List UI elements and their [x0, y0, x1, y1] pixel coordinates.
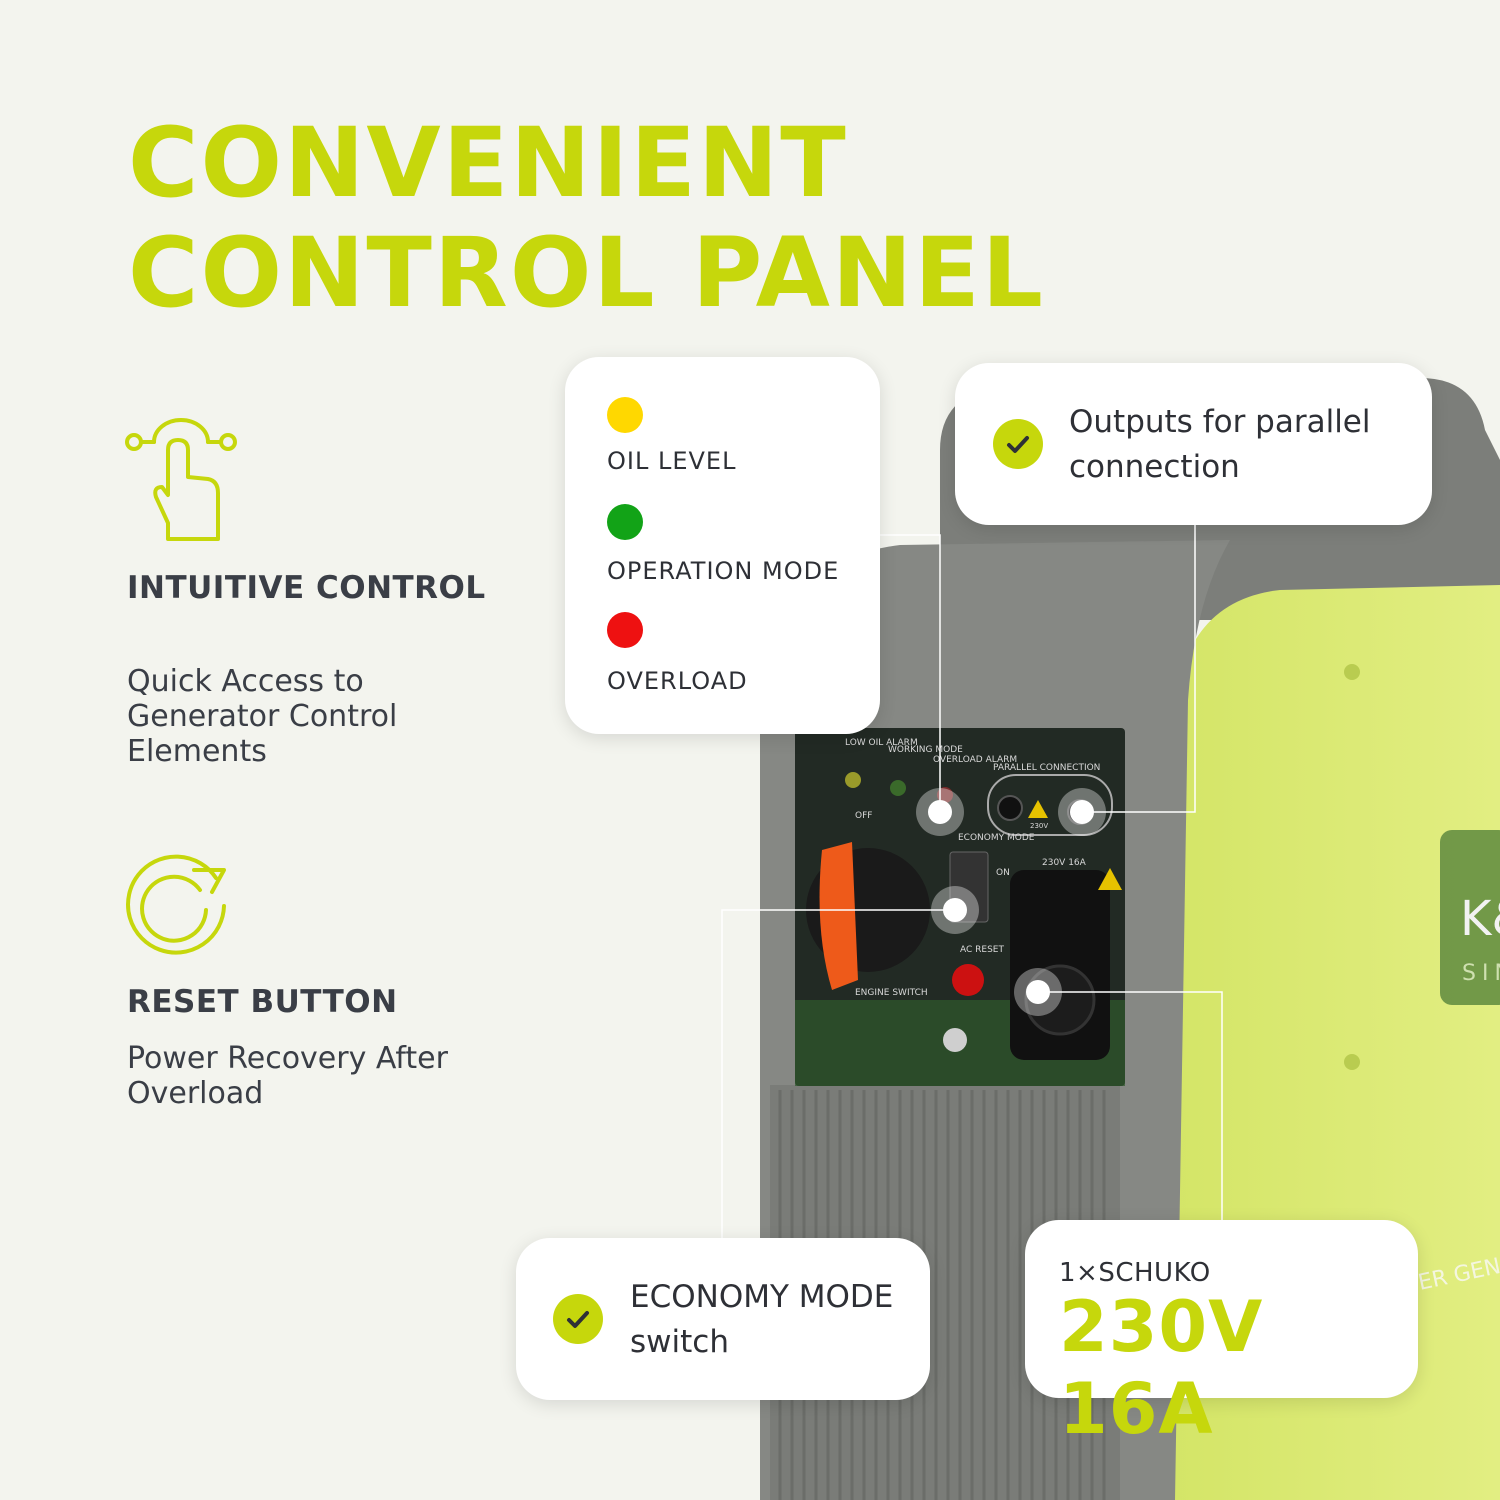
economy-mode-text: ECONOMY MODE switch	[630, 1279, 894, 1360]
economy-mode-card: ECONOMY MODE switch	[516, 1238, 930, 1400]
warning-triangle-small	[1028, 800, 1048, 818]
reset-arrow-icon	[126, 854, 226, 955]
svg-text:ENGINE SWITCH: ENGINE SWITCH	[855, 988, 928, 998]
svg-text:LOW OIL ALARM: LOW OIL ALARM	[845, 738, 918, 748]
callout-markers	[916, 788, 1106, 1016]
callout-lines	[721, 525, 1223, 1238]
panel-oil-lamp	[845, 772, 861, 788]
indicator-legend-card: OIL LEVEL OPERATION MODE OVERLOAD	[565, 357, 880, 734]
operation-mode-dot	[607, 504, 643, 540]
panel-working-lamp	[890, 780, 906, 796]
operation-mode-label: OPERATION MODE	[607, 557, 840, 585]
engine-switch-lever	[819, 842, 858, 990]
check-icon	[993, 419, 1043, 469]
oil-level-label: OIL LEVEL	[607, 447, 737, 475]
overload-label: OVERLOAD	[607, 667, 748, 695]
title-line-1: CONVENIENT	[128, 107, 848, 219]
page-title: CONVENIENT CONTROL PANEL	[128, 108, 1045, 328]
svg-text:ECONOMY MODE: ECONOMY MODE	[958, 833, 1035, 843]
check-icon	[553, 1294, 603, 1344]
svg-text:AC RESET: AC RESET	[960, 945, 1004, 955]
svg-text:230V 16A: 230V 16A	[1042, 858, 1087, 868]
intuitive-control-title: INTUITIVE CONTROL	[127, 570, 486, 606]
svg-text:OVERLOAD ALARM: OVERLOAD ALARM	[933, 755, 1017, 765]
svg-text:WORKING MODE: WORKING MODE	[888, 745, 963, 755]
parallel-outputs-card: Outputs for parallel connection	[955, 363, 1432, 525]
reset-button-description: Power Recovery After Overload	[127, 1041, 448, 1111]
title-line-2: CONTROL PANEL	[128, 217, 1045, 329]
touch-control-icon	[125, 418, 237, 541]
svg-text:230V: 230V	[1030, 822, 1048, 830]
brand-plate	[1440, 830, 1500, 1005]
reset-button-title: RESET BUTTON	[127, 984, 398, 1020]
schuko-card: 1×SCHUKO 230V 16A	[1025, 1220, 1418, 1450]
side-bolt-2	[1344, 1054, 1360, 1070]
brand-logo: K&	[1460, 891, 1500, 947]
svg-text:OFF: OFF	[855, 811, 872, 821]
ac-reset-button	[952, 964, 984, 996]
parallel-outputs-text: Outputs for parallel connection	[1069, 404, 1371, 485]
svg-text:ON: ON	[996, 868, 1010, 878]
warning-triangle	[1098, 868, 1122, 890]
ground-screw	[943, 1028, 967, 1052]
schuko-label: 1×SCHUKO	[1059, 1258, 1211, 1288]
svg-text:PARALLEL CONNECTION: PARALLEL CONNECTION	[993, 763, 1100, 773]
overload-dot	[607, 612, 643, 648]
intuitive-control-description: Quick Access to Generator Control Elemen…	[127, 664, 398, 769]
oil-level-dot	[607, 397, 643, 433]
parallel-port-left	[997, 795, 1023, 821]
schuko-rating: 230V 16A	[1059, 1286, 1264, 1450]
side-bolt-1	[1344, 664, 1360, 680]
parallel-connection-frame	[987, 774, 1113, 836]
panel-overload-lamp	[937, 787, 953, 803]
brand-series: SIN	[1462, 961, 1500, 986]
